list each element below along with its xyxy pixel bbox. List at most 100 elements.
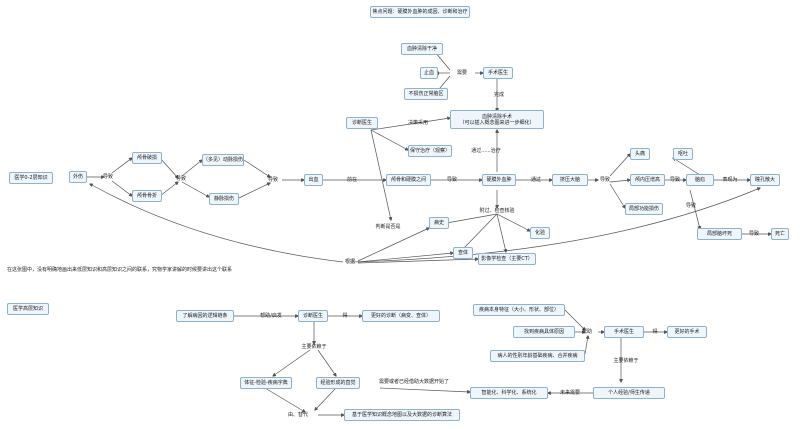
link-label: 导致 (599, 177, 611, 183)
edge (243, 159, 270, 177)
edge (496, 213, 506, 252)
link-label: 帮助 (581, 329, 593, 335)
edge (609, 183, 625, 208)
node-better-surgery[interactable]: 更好的手术 (667, 326, 707, 338)
node-epidural-hematoma[interactable]: 硬膜外血肿 (482, 174, 516, 186)
node-causal-logic[interactable]: 了解病因的逻辑链条 (176, 310, 234, 322)
node-hematoma-surgery[interactable]: 血肿清除手术 （可以插入概念图来进一步细化） (450, 110, 544, 129)
node-death[interactable]: 死亡 (771, 228, 789, 240)
edge (496, 213, 530, 231)
node-artery-injury[interactable]: （多见）动脉损伤 (202, 154, 244, 166)
node-physical-exam[interactable]: 查体 (453, 247, 473, 259)
node-disease-features[interactable]: 疾病本身特征（大小、形状、部位） (473, 304, 565, 316)
link-label: 导致 (669, 177, 681, 183)
layer-low-label: 医学0-2层知识 (9, 172, 53, 184)
edge (609, 154, 630, 177)
node-surgeon[interactable]: 手术医生 (483, 67, 513, 79)
link-label: 得 (652, 329, 658, 335)
node-local-dysfunction[interactable]: 局部功能损伤 (625, 203, 663, 215)
node-bleeding[interactable]: 出血 (304, 174, 323, 186)
node-clear-hematoma[interactable]: 血肿清除干净 (401, 43, 443, 55)
edge (673, 158, 701, 176)
edge (351, 188, 760, 263)
link-label: 需要或者已经借助大数据开始了 (378, 379, 450, 385)
edge (379, 387, 470, 392)
node-diagnosing-doctor-2[interactable]: 诊断医生 (298, 310, 328, 322)
edge (357, 253, 453, 263)
link-label: 主要依赖于 (613, 358, 639, 364)
node-local-necrosis[interactable]: 局部脑坏死 (697, 228, 742, 240)
node-pupil-dilation[interactable]: 瞳孔散大 (750, 174, 780, 186)
edge (609, 180, 630, 183)
node-history[interactable]: 病史 (429, 217, 449, 229)
edge (370, 129, 408, 150)
link-label: 根据 (344, 259, 356, 265)
node-patient-history[interactable]: 病人的性别年龄基础疾病、合并疾病 (490, 350, 585, 362)
node-intelligent[interactable]: 智能化、科学化、系统化 (470, 387, 548, 399)
edge (264, 387, 305, 412)
edge (111, 158, 132, 174)
edge (564, 309, 585, 330)
node-find-cause[interactable]: 找到疾病具体原因 (513, 326, 575, 338)
edge (357, 228, 429, 262)
node-skull-damage[interactable]: 颅骨破损 (132, 152, 162, 164)
edge (273, 349, 311, 376)
node-headache[interactable]: 头痛 (630, 148, 650, 160)
edge (159, 157, 178, 178)
low-high-link-note: 在这张图中，没有明确地画出来低层知识和高层知识之间的联系，究物学家讲解的时候要讲… (7, 267, 233, 273)
node-trauma[interactable]: 外伤 (69, 171, 87, 183)
node-vomiting[interactable]: 呕吐 (673, 148, 693, 160)
link-label: 通过 (530, 177, 542, 183)
edge (111, 180, 132, 196)
link-label: 得 (342, 313, 348, 319)
link-label: 前在 (346, 177, 358, 183)
layer-high-label: 医学高层知识 (7, 303, 49, 315)
node-vein-injury[interactable]: 静脉损伤 (209, 193, 239, 205)
edge (159, 182, 178, 197)
edge (462, 213, 498, 250)
node-skull-dura-space[interactable]: 颅骨和硬膜之间 (386, 174, 431, 186)
node-better-diagnosis[interactable]: 更好的诊断（病变、查体） (362, 310, 440, 322)
link-label: 判断是否是 (375, 224, 401, 230)
node-sign-disease-dictionary[interactable]: 体征-检验-疾病字典 (240, 377, 292, 389)
edge (689, 189, 700, 229)
edge (90, 184, 344, 263)
surgery-title: 血肿清除手术 (481, 113, 512, 120)
link-label: 导致 (748, 231, 760, 237)
node-brain-herniation[interactable]: 脑疝 (686, 174, 714, 186)
edge (370, 118, 450, 131)
node-experience-intuition[interactable]: 经验形成的直觉 (316, 377, 360, 389)
link-label: 导致 (267, 177, 279, 183)
edge (441, 213, 498, 224)
surgery-note: （可以插入概念图来进一步细化） (459, 119, 535, 126)
node-conservative-treatment[interactable]: 保守治疗（观察） (408, 145, 452, 157)
link-label: 通过......治疗 (471, 148, 501, 154)
focus-question-title: 焦点问题：硬膜外血肿的成因、诊断和治疗 (370, 6, 470, 18)
node-diagnosing-doctor[interactable]: 诊断医生 (346, 117, 378, 129)
node-brain-compression[interactable]: 挤压大脑 (552, 174, 588, 186)
node-personal-experience[interactable]: 个人经验/师生传递 (593, 387, 665, 399)
link-label: 附过、检查核验 (479, 208, 515, 214)
node-kg-algorithm[interactable]: 基于医学知识概念地图以及大数据的诊断算法 (344, 409, 460, 421)
edge (315, 387, 337, 410)
edge (317, 349, 336, 376)
node-stop-bleeding[interactable]: 止血 (420, 67, 438, 79)
link-label: 未来需要 (559, 390, 581, 396)
link-label: 导致 (685, 203, 697, 209)
node-protect-brain[interactable]: 不损伤正常脑区 (404, 88, 448, 100)
link-label: 主要依赖于 (301, 344, 327, 350)
link-label: 表现为 (722, 177, 738, 183)
node-skull-fracture[interactable]: 颅骨骨折 (132, 190, 162, 202)
node-imaging-ct[interactable]: 影像学检查（主要CT） (478, 253, 536, 265)
link-label: 帮助/启发 (260, 313, 282, 319)
link-label: 导致 (102, 174, 114, 180)
link-label: 需要 (456, 70, 468, 76)
edge (584, 336, 588, 355)
link-label: 决策采用 (407, 120, 429, 126)
node-intracranial-pressure[interactable]: 颅内压增高 (630, 174, 665, 186)
link-label: 导致 (446, 177, 458, 183)
node-lab-test[interactable]: 化验 (530, 227, 550, 239)
node-surgeon-2[interactable]: 手术医生 (604, 326, 644, 338)
